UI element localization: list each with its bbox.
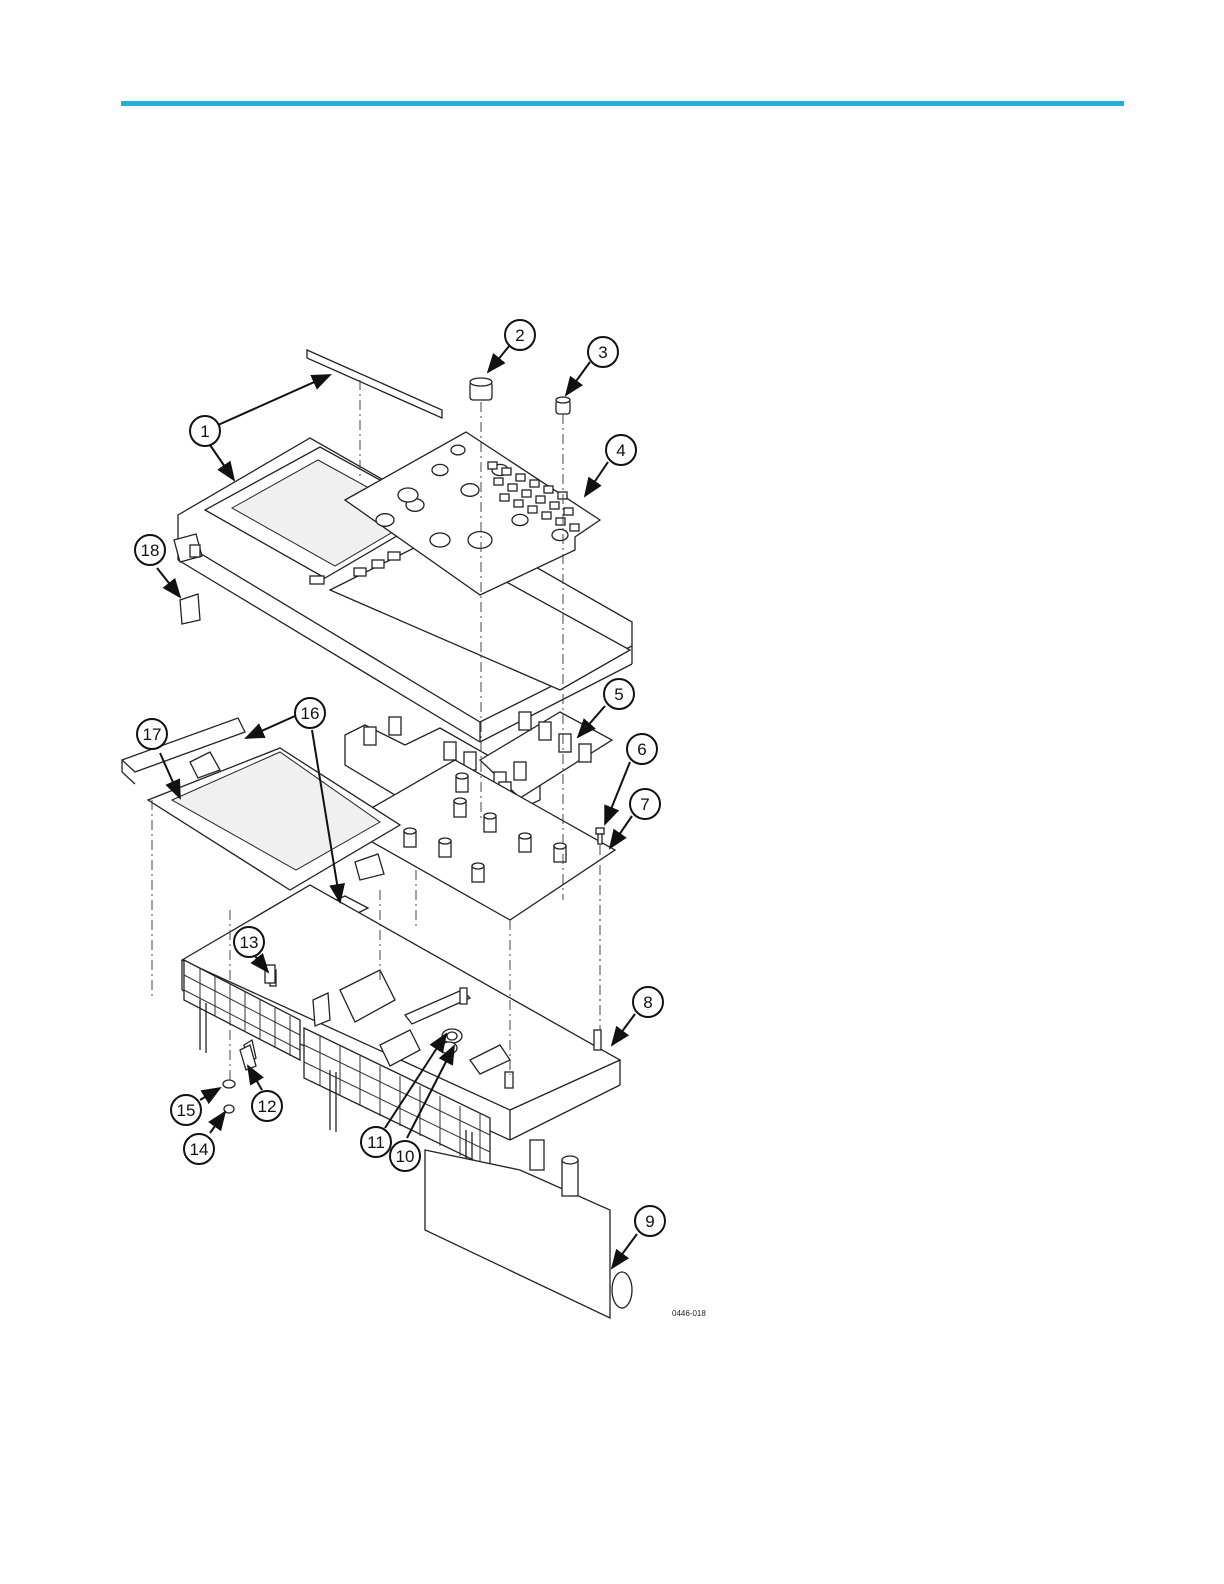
button-switch [539,722,551,740]
shaft-cap [554,843,566,849]
cable-clip [265,965,275,983]
keypad-key [564,508,573,515]
button-switch [519,712,531,730]
keypad-key [544,486,553,493]
shaft-cap [404,828,416,834]
callout-7: 7 [630,789,660,819]
button-switch [444,742,456,760]
shaft-cap [439,838,451,844]
small-knob [556,397,570,414]
callout-18: 18 [135,535,165,565]
keypad-key [514,500,523,507]
callout-17: 17 [137,719,167,749]
callout-label: 17 [143,725,162,744]
callout-8: 8 [633,987,663,1017]
button-switch [389,717,401,735]
keypad-key [488,462,497,469]
keypad-key [494,478,503,485]
keypad-hole [430,533,450,547]
callout-label: 10 [396,1147,415,1166]
callout-label: 9 [645,1212,654,1231]
callout-label: 7 [640,795,649,814]
callout-2: 2 [505,320,535,350]
callout-label: 2 [515,326,524,345]
callout-3: 3 [588,337,618,367]
callout-1: 1 [190,416,220,446]
callout-11: 11 [361,1127,391,1157]
shaft-cap [472,863,484,869]
callout-16: 16 [295,698,325,728]
ring-washer [441,1042,457,1054]
nut-part [224,1105,234,1113]
callout-label: 4 [616,441,625,460]
keypad-key [570,524,579,531]
keypad-key [528,506,537,513]
shaft-cap [484,813,496,819]
keypad-key [500,494,509,501]
callout-15: 15 [171,1095,201,1125]
keypad-key [522,490,531,497]
callout-label: 15 [177,1101,196,1120]
keypad-key [508,484,517,491]
callout-10: 10 [390,1141,420,1171]
acquisition-board [425,1140,632,1318]
keypad-key [530,480,539,487]
button-switch [579,744,591,762]
keypad-key [556,518,565,525]
keypad-hole [376,514,394,527]
callout-label: 6 [637,740,646,759]
keypad-hole [451,445,465,455]
keypad-key [536,496,545,503]
keypad-hole [468,532,492,549]
callout-label: 11 [367,1133,385,1152]
shaft-cap [454,798,466,804]
button-switch [559,734,571,752]
callout-13: 13 [234,927,264,957]
callout-label: 1 [200,422,209,441]
button-switch [514,762,526,780]
shaft-cap [519,833,531,839]
callout-12: 12 [252,1091,282,1121]
button-switch [364,727,376,745]
keypad-hole [398,488,418,502]
keypad-key [516,474,525,481]
callout-4: 4 [606,435,636,465]
large-knob [470,378,492,400]
callout-label: 12 [258,1097,277,1116]
callout-9: 9 [635,1206,665,1236]
callout-14: 14 [184,1134,214,1164]
callout-5: 5 [604,679,634,709]
callout-label: 16 [301,704,320,723]
figure-id: 0446-018 [672,1309,706,1318]
callout-6: 6 [627,734,657,764]
callout-label: 5 [614,685,623,704]
keypad-hole [461,484,479,497]
keypad-hole [552,529,568,540]
callout-label: 3 [598,343,607,362]
callout-label: 14 [190,1140,209,1159]
callout-label: 13 [240,933,259,952]
keypad-key [550,502,559,509]
keypad-hole [512,514,528,525]
keypad-key [502,468,511,475]
washer-part [223,1080,235,1088]
keypad-key [542,512,551,519]
callout-label: 18 [141,541,160,560]
keypad-hole [432,464,448,475]
shaft-cap [456,773,468,779]
label-strip [307,350,442,418]
callout-label: 8 [643,993,652,1012]
latch-part [174,534,202,624]
